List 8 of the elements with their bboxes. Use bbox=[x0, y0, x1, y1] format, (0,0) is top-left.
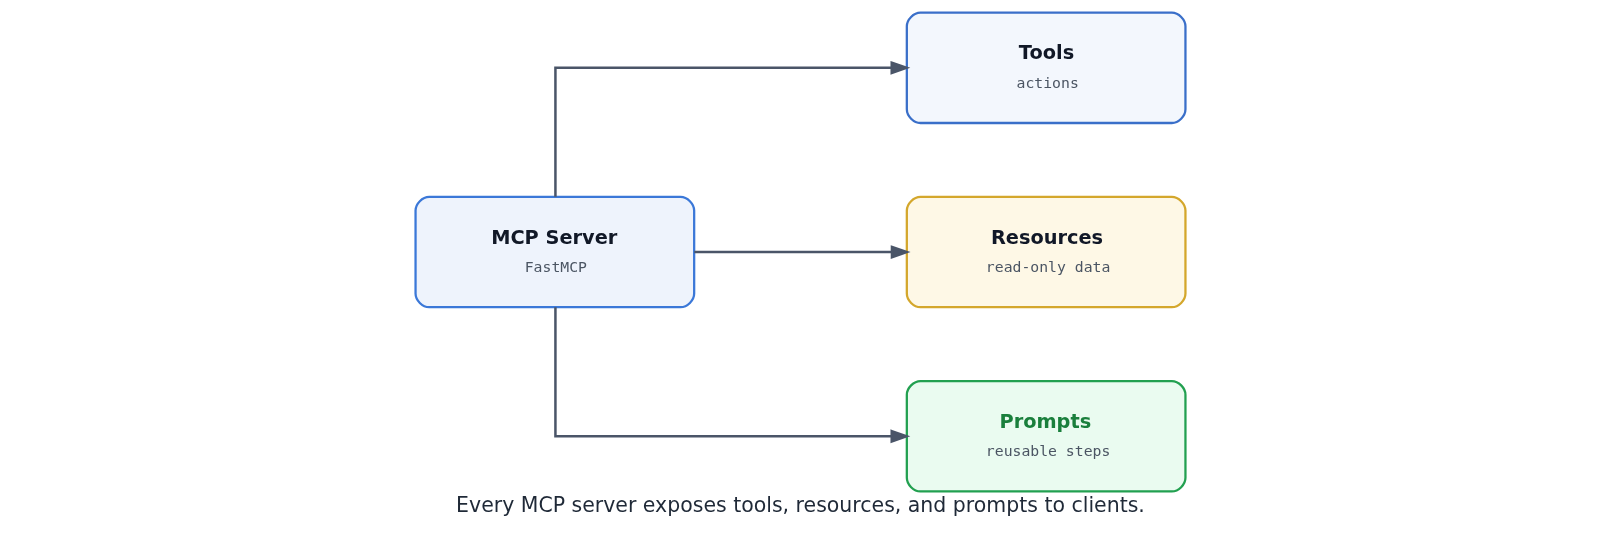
caption: Every MCP server exposes tools, resources, and prompts to clients. bbox=[455, 493, 1145, 518]
arrow bbox=[553, 60, 910, 197]
arrow bbox=[693, 245, 911, 259]
node-box: Resources read-only data bbox=[905, 195, 1187, 309]
node-box: Tools actions bbox=[905, 11, 1187, 125]
node-box: MCP Server FastMCP bbox=[413, 195, 695, 309]
node-box: Prompts reusable steps bbox=[905, 380, 1187, 493]
arrow bbox=[553, 307, 910, 444]
